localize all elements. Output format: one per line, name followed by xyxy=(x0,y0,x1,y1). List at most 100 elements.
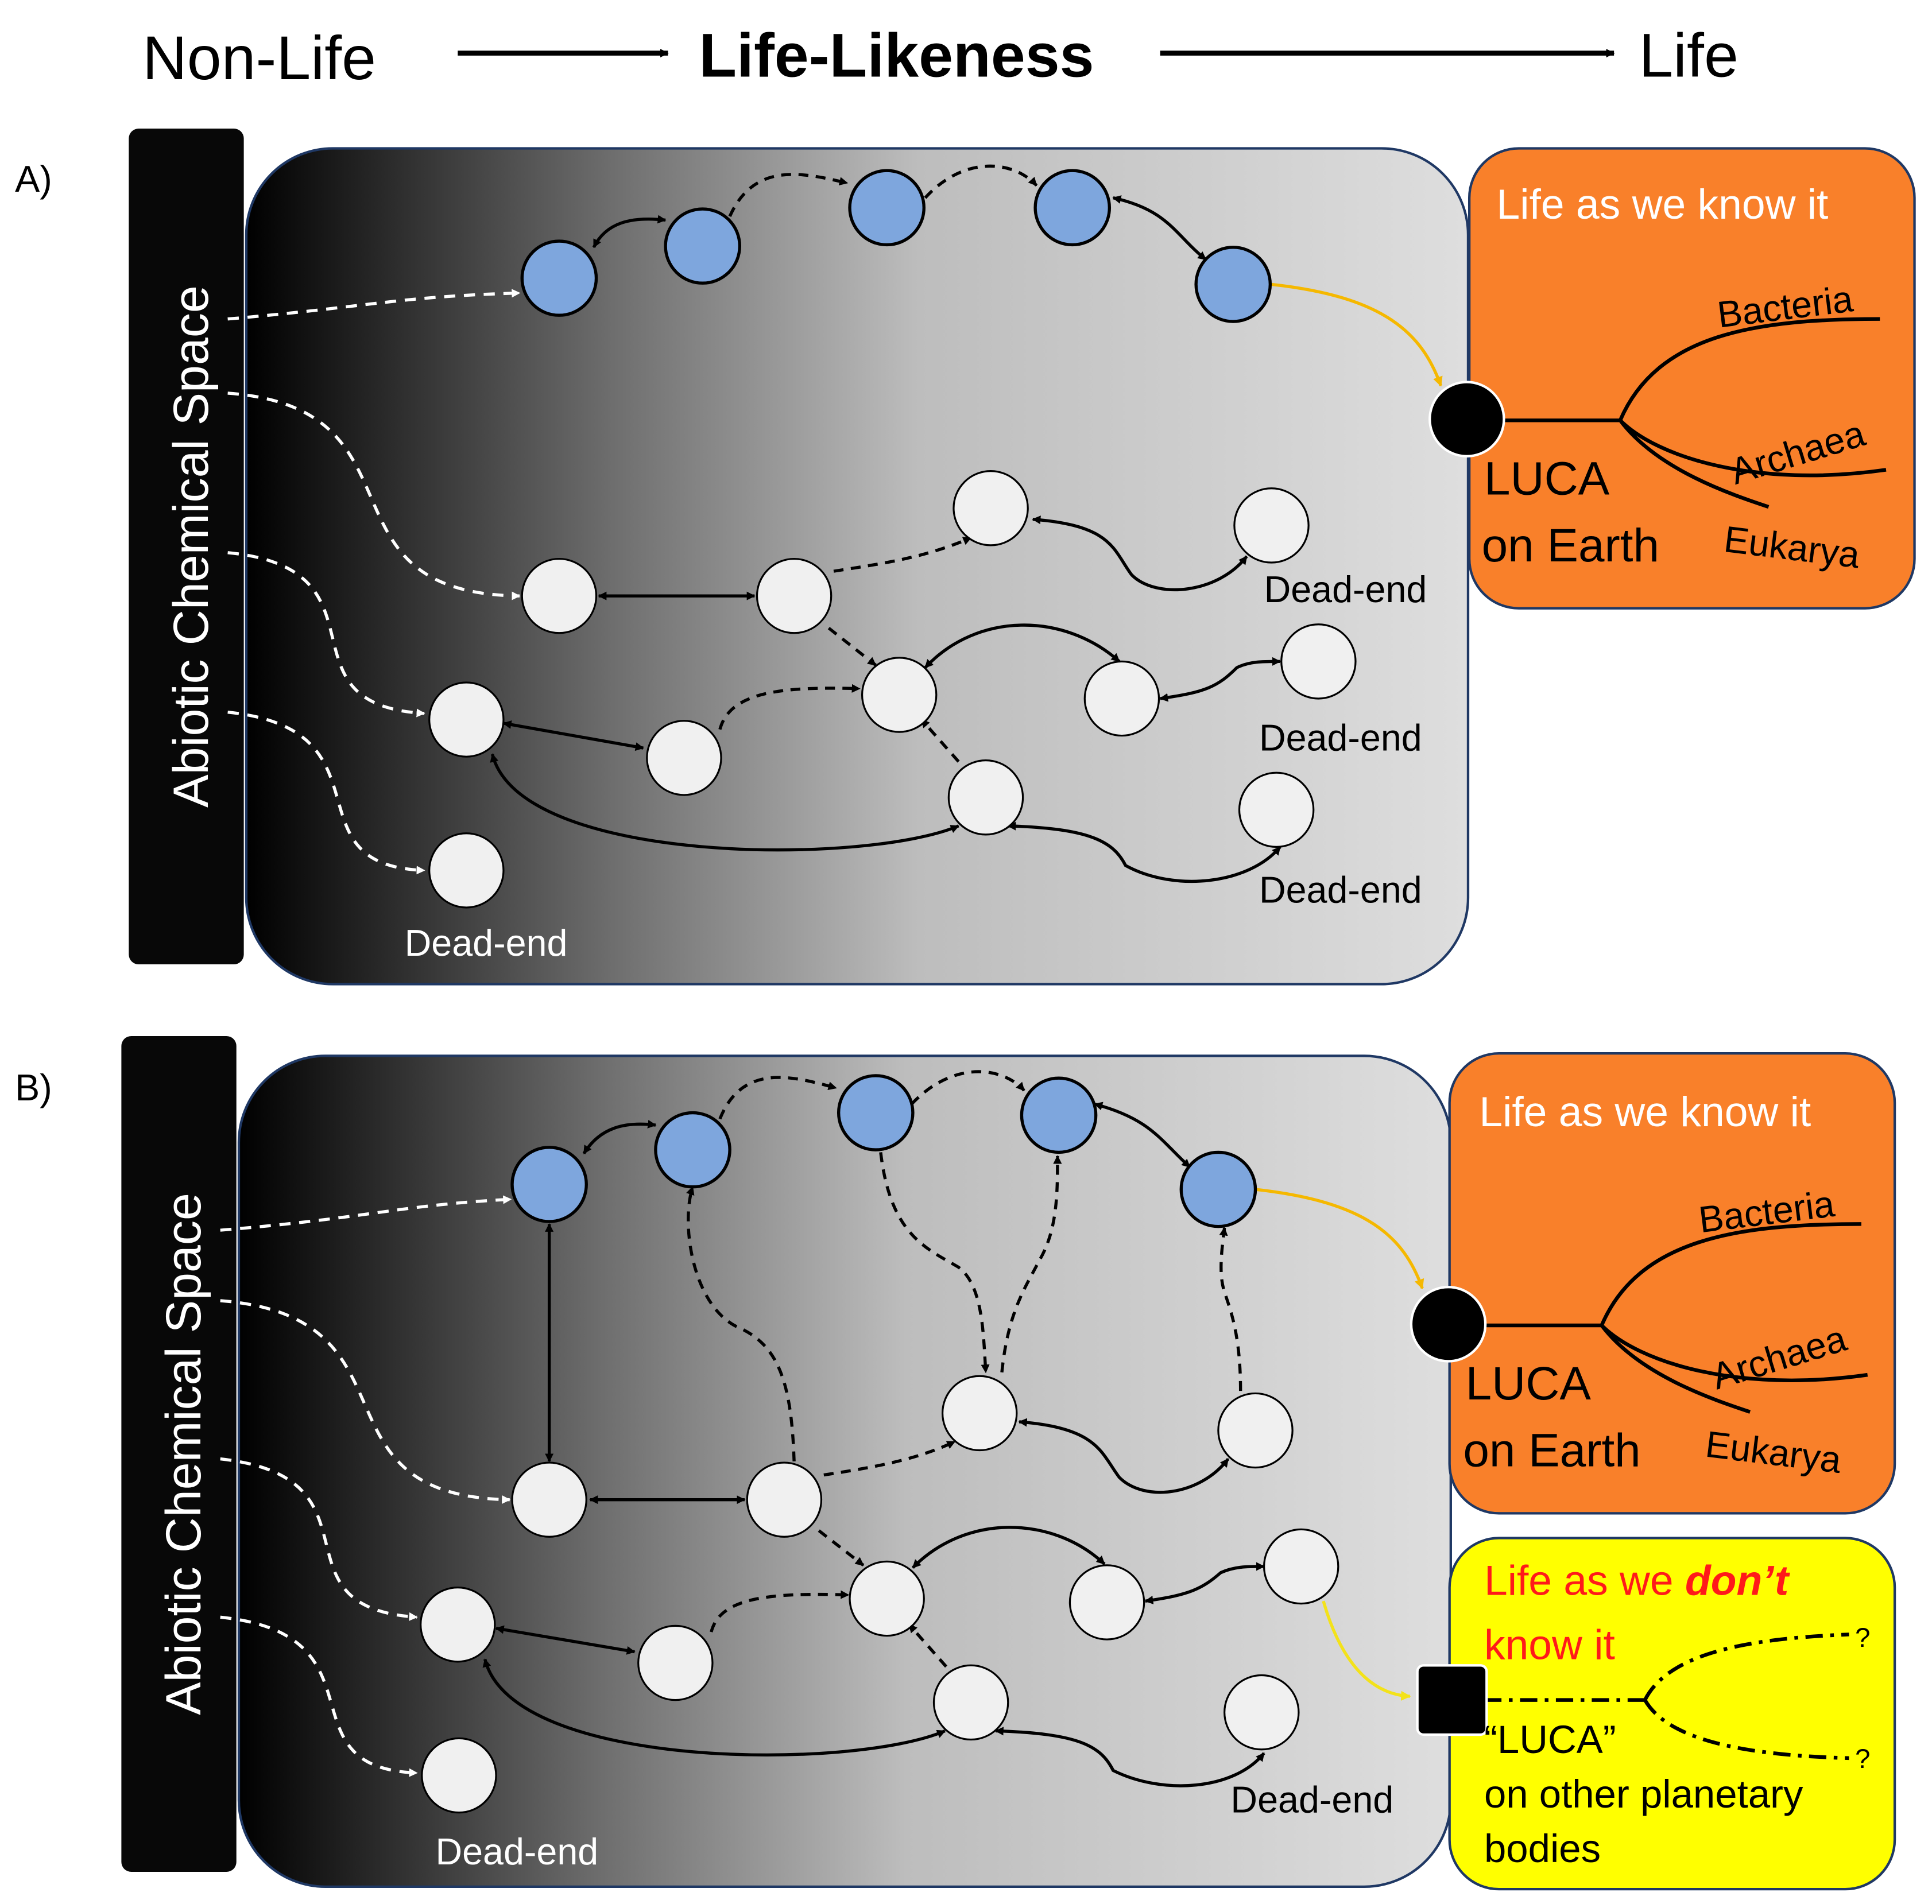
panel-a-edge xyxy=(1159,657,1281,702)
panel-b-white-node xyxy=(1263,1528,1339,1605)
panel-a-edge xyxy=(924,164,1038,199)
panel-a-input-arrow xyxy=(227,551,425,718)
panel-b-edge xyxy=(1018,1418,1230,1494)
panel-b-blue-node xyxy=(837,1074,915,1151)
panel-b-blue-node xyxy=(510,1146,588,1223)
panel-b-other-luca-node xyxy=(1416,1664,1488,1736)
panel-b-white-node xyxy=(849,1560,925,1637)
panel-a-edge xyxy=(490,753,959,852)
panel-a-edge xyxy=(592,215,667,249)
panel-b-luca-label: on Earth xyxy=(1463,1425,1640,1477)
panel-b-white-node xyxy=(511,1461,587,1538)
panel-a-white-node xyxy=(521,557,598,634)
panel-b-blue-node xyxy=(1179,1150,1257,1228)
panel-a-edge xyxy=(1032,515,1248,591)
panel-a-blue-node xyxy=(664,207,742,285)
panel-b: B) Abiotic Chemical Space xyxy=(15,1036,1896,1891)
panel-a-white-node xyxy=(953,470,1029,546)
panel-b-edge xyxy=(718,1076,837,1120)
panel-b-white-node xyxy=(421,1737,497,1814)
panel-a-blue-node xyxy=(520,239,598,317)
panel-b-blue-node xyxy=(654,1111,731,1189)
panel-b-edge xyxy=(1144,1562,1265,1604)
header-life: Life xyxy=(1639,21,1739,90)
panel-a-archaea-branch xyxy=(1619,419,1887,478)
life-unknown-prefix: Life as we xyxy=(1484,1557,1685,1604)
panel-a-abiotic-bar xyxy=(129,129,244,965)
panel-a-edge xyxy=(718,684,861,730)
panel-b-input-arrow xyxy=(220,1457,418,1621)
panel-a-blue-node xyxy=(1194,246,1272,323)
panel-a-luca-label: LUCA xyxy=(1484,453,1610,505)
panel-b-yellow-arrow xyxy=(1322,1600,1411,1701)
panel-b-other-branch-upper xyxy=(1643,1632,1849,1701)
panel-b-input-arrow xyxy=(220,1299,511,1504)
panel-b-other-luca-label: bodies xyxy=(1484,1827,1601,1871)
header-non-life: Non-Life xyxy=(142,24,376,92)
panel-b-edge xyxy=(1094,1102,1191,1169)
panel-b-life-known-title: Life as we know it xyxy=(1479,1088,1811,1135)
panel-a-luca-label: on Earth xyxy=(1482,519,1659,572)
panel-a: A) Abiotic Chemical Space xyxy=(15,129,1916,986)
panel-b-white-node xyxy=(637,1624,714,1701)
panel-b-other-branch-lower xyxy=(1643,1699,1849,1760)
panel-a-gold-arrow xyxy=(1271,282,1443,387)
panel-a-bacteria-branch xyxy=(1618,317,1880,421)
panel-a-dead-end-label: Dead-end xyxy=(1264,569,1427,610)
panel-b-edge xyxy=(495,1625,636,1655)
panel-b-question-upper: ? xyxy=(1855,1623,1870,1653)
panel-a-white-node xyxy=(646,720,722,796)
panel-b-white-node xyxy=(746,1461,823,1538)
panel-b-life-unknown-title: Life as we don’t xyxy=(1484,1557,1790,1604)
panel-b-white-node xyxy=(1217,1392,1294,1469)
panel-a-edge xyxy=(924,623,1121,669)
panel-a-blue-node xyxy=(848,169,926,247)
panel-b-white-node xyxy=(941,1375,1018,1452)
panel-b-edge xyxy=(710,1590,850,1632)
panel-b-input-arrow xyxy=(220,1615,418,1777)
panel-b-edge xyxy=(482,1658,946,1757)
panel-b-edge xyxy=(911,1526,1106,1569)
panel-a-white-node xyxy=(1238,771,1315,848)
panel-b-dead-end-label: Dead-end xyxy=(435,1831,598,1872)
panel-a-input-arrow xyxy=(227,289,521,321)
panel-a-white-node xyxy=(1083,660,1160,737)
panel-b-white-node xyxy=(1068,1564,1145,1641)
panel-a-life-known-box xyxy=(1468,147,1916,610)
panel-a-abiotic-label: Abiotic Chemical Space xyxy=(164,285,219,808)
panel-b-abiotic-bar xyxy=(121,1036,237,1872)
panel-a-edge xyxy=(1112,195,1207,261)
panel-a-white-node xyxy=(428,832,505,909)
panel-b-dead-end-label: Dead-end xyxy=(1230,1779,1393,1821)
panel-a-white-node xyxy=(861,657,938,733)
panel-a-dead-end-label: Dead-end xyxy=(1259,717,1422,758)
panel-b-edge xyxy=(1000,1155,1062,1373)
panel-a-white-node xyxy=(428,681,505,758)
panel-a-edge xyxy=(502,720,644,751)
panel-b-eukarya-branch xyxy=(1600,1324,1751,1414)
panel-b-edge xyxy=(686,1186,796,1461)
panel-a-edge xyxy=(728,173,849,218)
panel-b-edge xyxy=(1219,1227,1242,1391)
panel-b-letter: B) xyxy=(15,1067,52,1108)
panel-b-white-node xyxy=(420,1586,496,1663)
panel-b-luca-node xyxy=(1410,1286,1487,1363)
panel-a-letter: A) xyxy=(15,158,52,200)
panel-a-blue-node xyxy=(1033,169,1112,247)
panel-a-white-node xyxy=(756,557,833,634)
panel-a-input-arrow xyxy=(227,710,425,875)
panel-b-other-luca-label: “LUCA” xyxy=(1484,1717,1616,1762)
panel-b-white-node xyxy=(932,1664,1009,1741)
panel-b-edge xyxy=(582,1119,657,1155)
panel-b-gold-arrow xyxy=(1255,1188,1424,1289)
panel-b-edge xyxy=(910,1070,1025,1106)
panel-b-luca-label: LUCA xyxy=(1466,1358,1592,1410)
panel-b-input-arrow xyxy=(220,1195,512,1232)
life-unknown-emph: don’t xyxy=(1685,1557,1790,1604)
life-unknown-suffix: know it xyxy=(1484,1622,1615,1669)
panel-a-dead-end-label: Dead-end xyxy=(1259,869,1422,910)
panel-b-life-known-box xyxy=(1448,1052,1896,1515)
panel-b-edge xyxy=(823,1440,956,1477)
panel-b-blue-node xyxy=(1020,1076,1098,1154)
